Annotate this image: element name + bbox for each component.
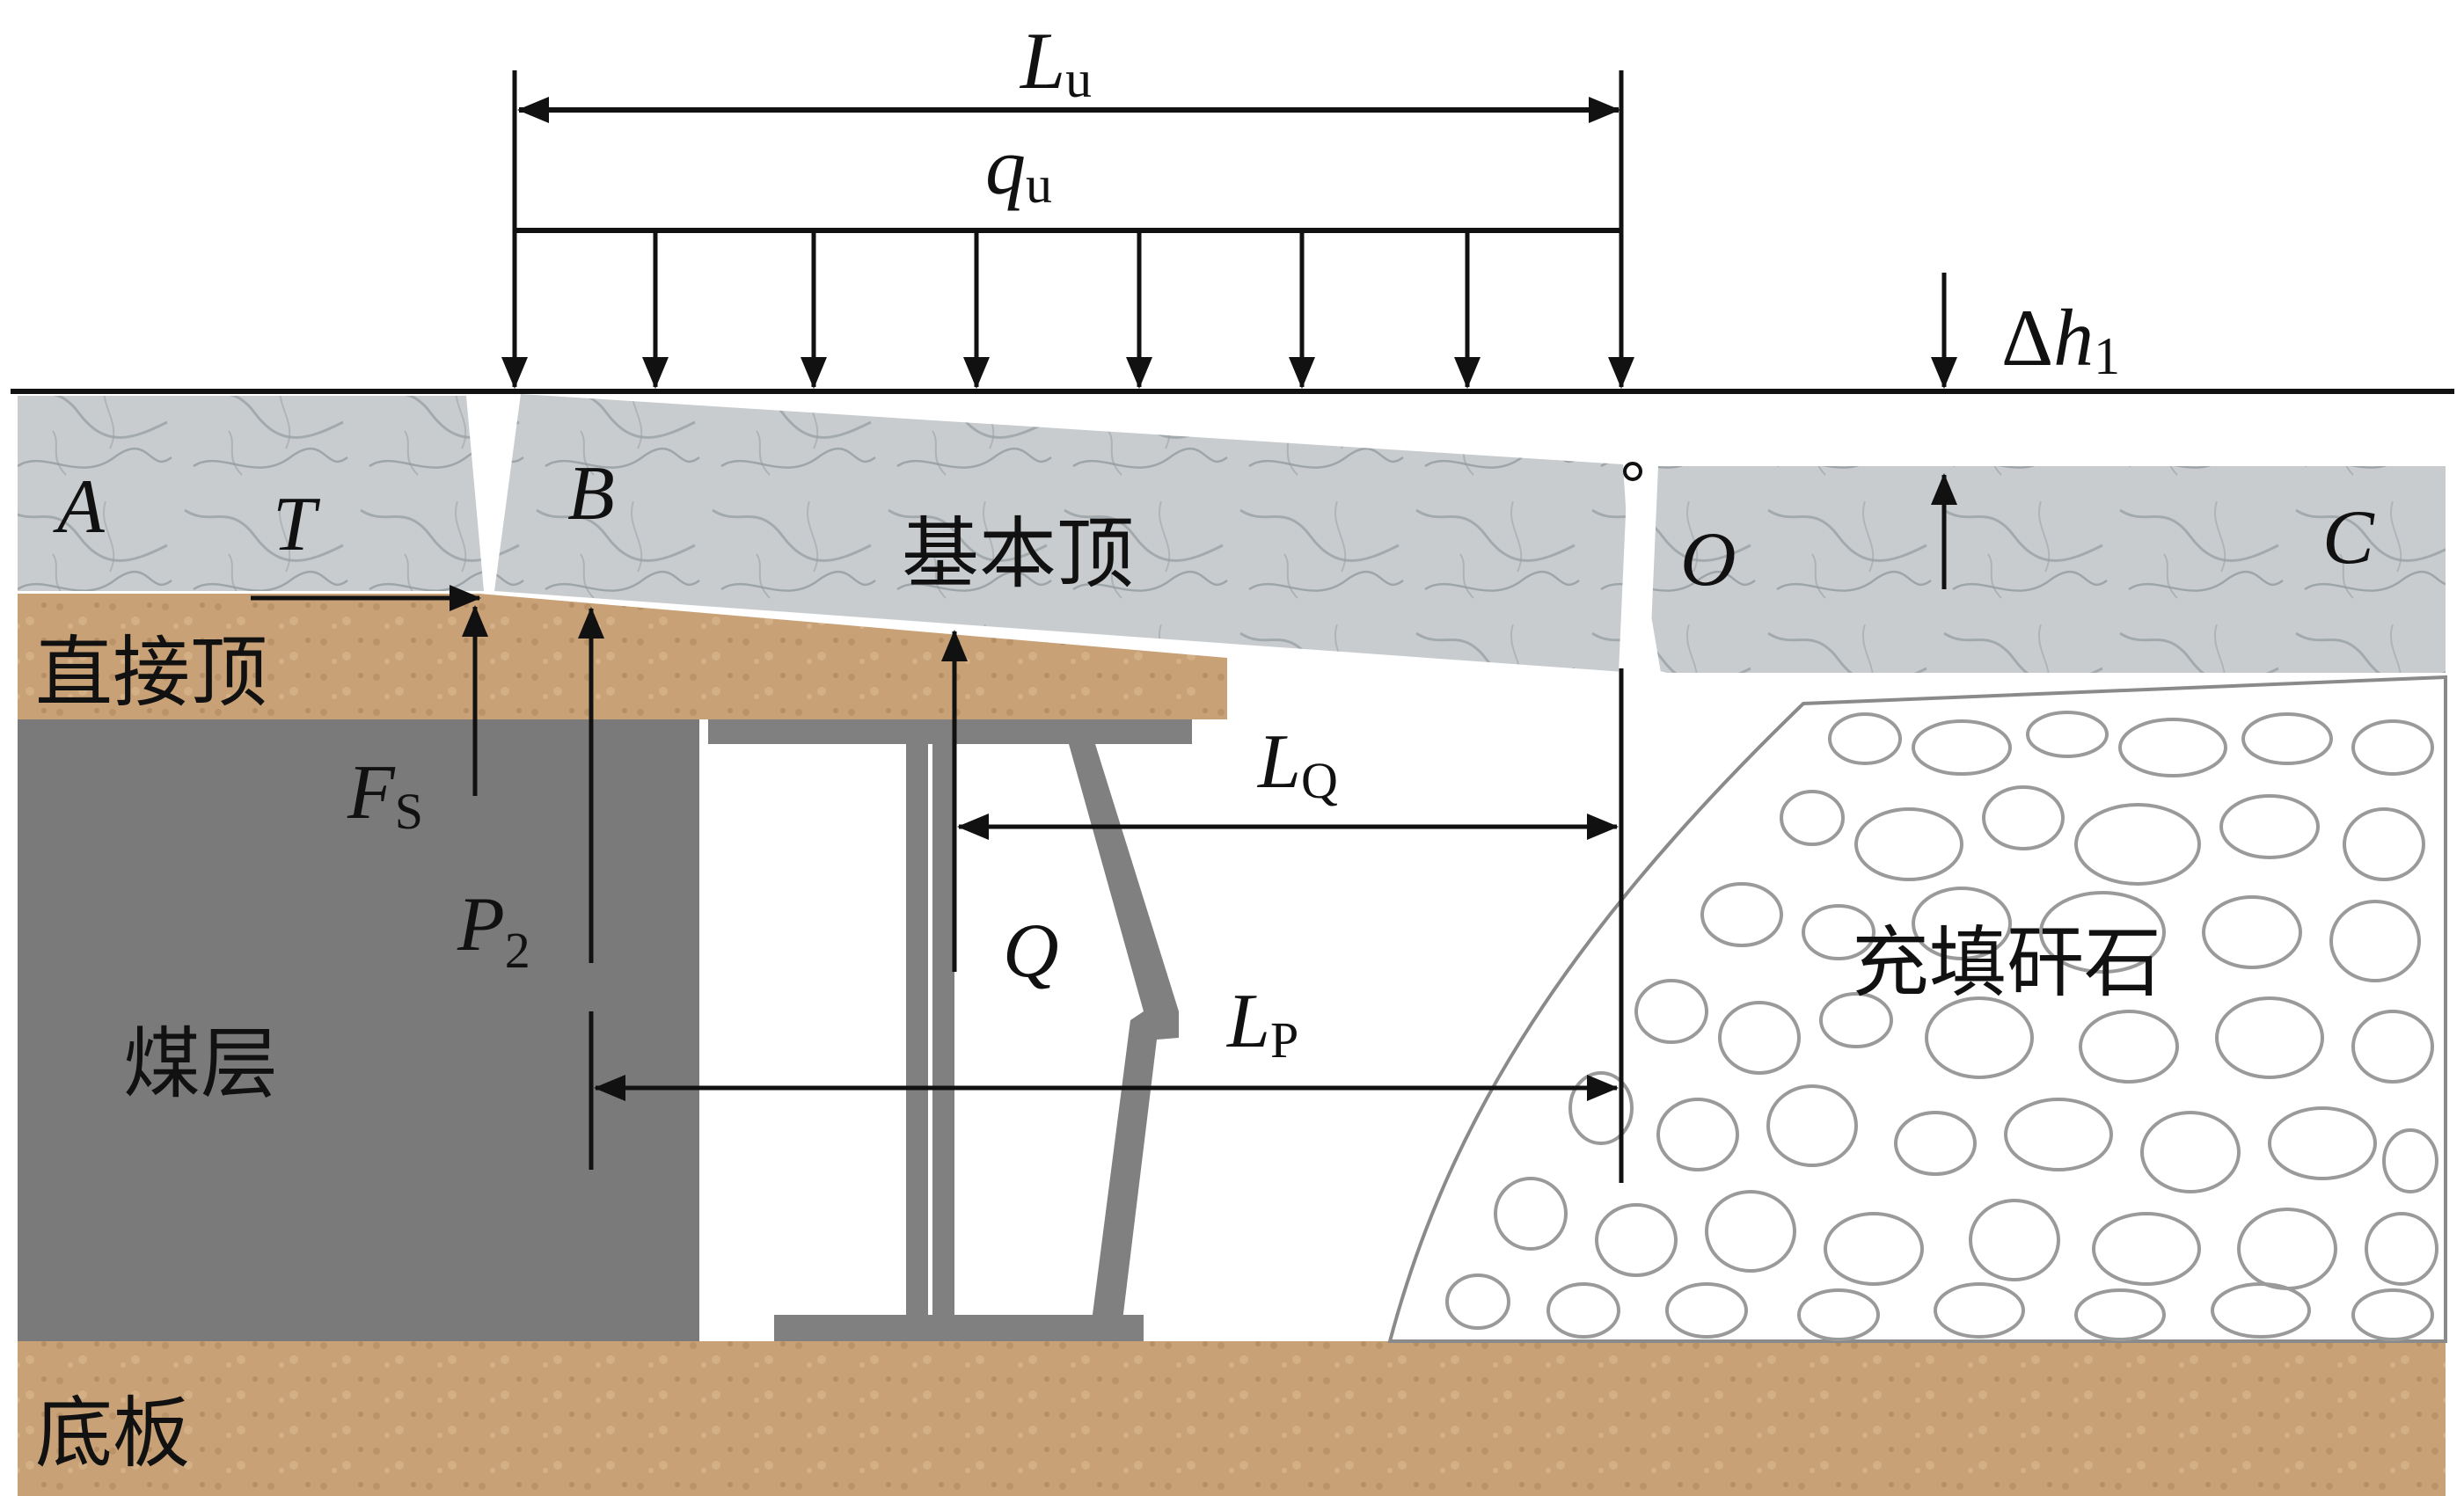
gangue-rock	[2074, 803, 2201, 886]
gangue-rock	[1934, 1282, 2025, 1339]
label-coal-seam: 煤层	[123, 1018, 278, 1109]
label-main-roof: 基本顶	[902, 508, 1134, 599]
gangue-rock	[1912, 887, 2012, 960]
gangue-rock	[2219, 794, 2320, 859]
gangue-rock	[1494, 1177, 1568, 1251]
gangue-rock	[1982, 785, 2065, 850]
gangue-rock	[1766, 1084, 1858, 1167]
gangue-rock	[1969, 1199, 2060, 1281]
gangue-rock	[1797, 1288, 1880, 1341]
label-C: C	[2322, 495, 2375, 580]
label-dh1: Δh1	[2001, 293, 2120, 385]
block-B-main-roof	[494, 394, 1636, 673]
gangue-rock	[2365, 1212, 2438, 1286]
gangue-rock	[2202, 895, 2302, 969]
gangue-rock	[1634, 979, 1708, 1044]
gangue-rock	[2118, 718, 2227, 777]
gangue-rock	[1665, 1282, 1748, 1339]
label-floor: 底板	[35, 1388, 190, 1478]
gangue-rock	[2079, 1010, 2179, 1084]
gangue-rock	[1925, 996, 2034, 1079]
gangue-rock	[1705, 1190, 1796, 1273]
gangue-rock	[1546, 1282, 1620, 1339]
label-T: T	[273, 482, 321, 567]
label-backfill: 充填矸石	[1852, 917, 2161, 1008]
gangue-rock	[1568, 1071, 1634, 1145]
gangue-rock	[1854, 807, 1963, 881]
gangue-rock	[2140, 1111, 2241, 1193]
label-qu: qu	[985, 121, 1052, 214]
gangue-rock	[1819, 992, 1893, 1048]
gangue-rock	[1894, 1111, 1977, 1176]
label-Fs: FS	[347, 750, 423, 840]
block-gap	[1619, 475, 1661, 673]
block-A	[18, 396, 484, 591]
gangue-rock	[2241, 712, 2333, 765]
hydraulic-support	[708, 719, 1192, 1341]
gangue-rock	[2039, 891, 2166, 974]
gangue-rock	[1780, 790, 1845, 846]
hinge-point	[1623, 462, 1642, 481]
label-LP: LP	[1225, 979, 1298, 1069]
gangue-rock	[1828, 712, 1902, 765]
immediate-roof	[18, 594, 1227, 719]
label-Lu: Lu	[1019, 16, 1092, 108]
label-LQ: LQ	[1256, 719, 1338, 809]
gangue-rock	[2215, 996, 2324, 1079]
gangue-rock	[2351, 719, 2434, 776]
gangue-rock	[1700, 882, 1783, 947]
gangue-rock	[2351, 1288, 2434, 1341]
gangue-rock	[1656, 1098, 1739, 1171]
label-O: O	[1680, 517, 1736, 602]
gangue-rock	[1718, 1001, 1801, 1075]
gangue-rock	[1802, 904, 1875, 960]
gangue-rock	[2351, 1010, 2434, 1084]
gangue-rock	[2343, 807, 2425, 881]
gangue-rock	[2004, 1098, 2113, 1171]
label-B: B	[567, 451, 615, 536]
gangue-rock	[1912, 719, 2012, 776]
label-immediate-roof: 直接顶	[35, 627, 267, 718]
backfill-gangue	[1387, 675, 2447, 1343]
gangue-rock	[2329, 900, 2421, 982]
gangue-rock	[1595, 1203, 1678, 1277]
gangue-rock	[1824, 1212, 1924, 1286]
coal-seam	[18, 712, 699, 1341]
gangue-rock	[2026, 711, 2109, 758]
gangue-rock	[1445, 1273, 1510, 1330]
gangue-rock	[2211, 1282, 2311, 1339]
gangue-rock	[2382, 1128, 2438, 1193]
label-A: A	[53, 464, 106, 550]
gangue-rock	[2268, 1106, 2377, 1180]
label-Q: Q	[1003, 909, 1059, 994]
qu-load-arrows	[501, 230, 1634, 389]
floor-layer	[18, 1341, 2446, 1496]
block-OC	[1649, 466, 2446, 673]
gangue-rock	[2092, 1212, 2201, 1286]
label-P2: P2	[457, 882, 530, 979]
gangue-rock	[2074, 1288, 2166, 1341]
